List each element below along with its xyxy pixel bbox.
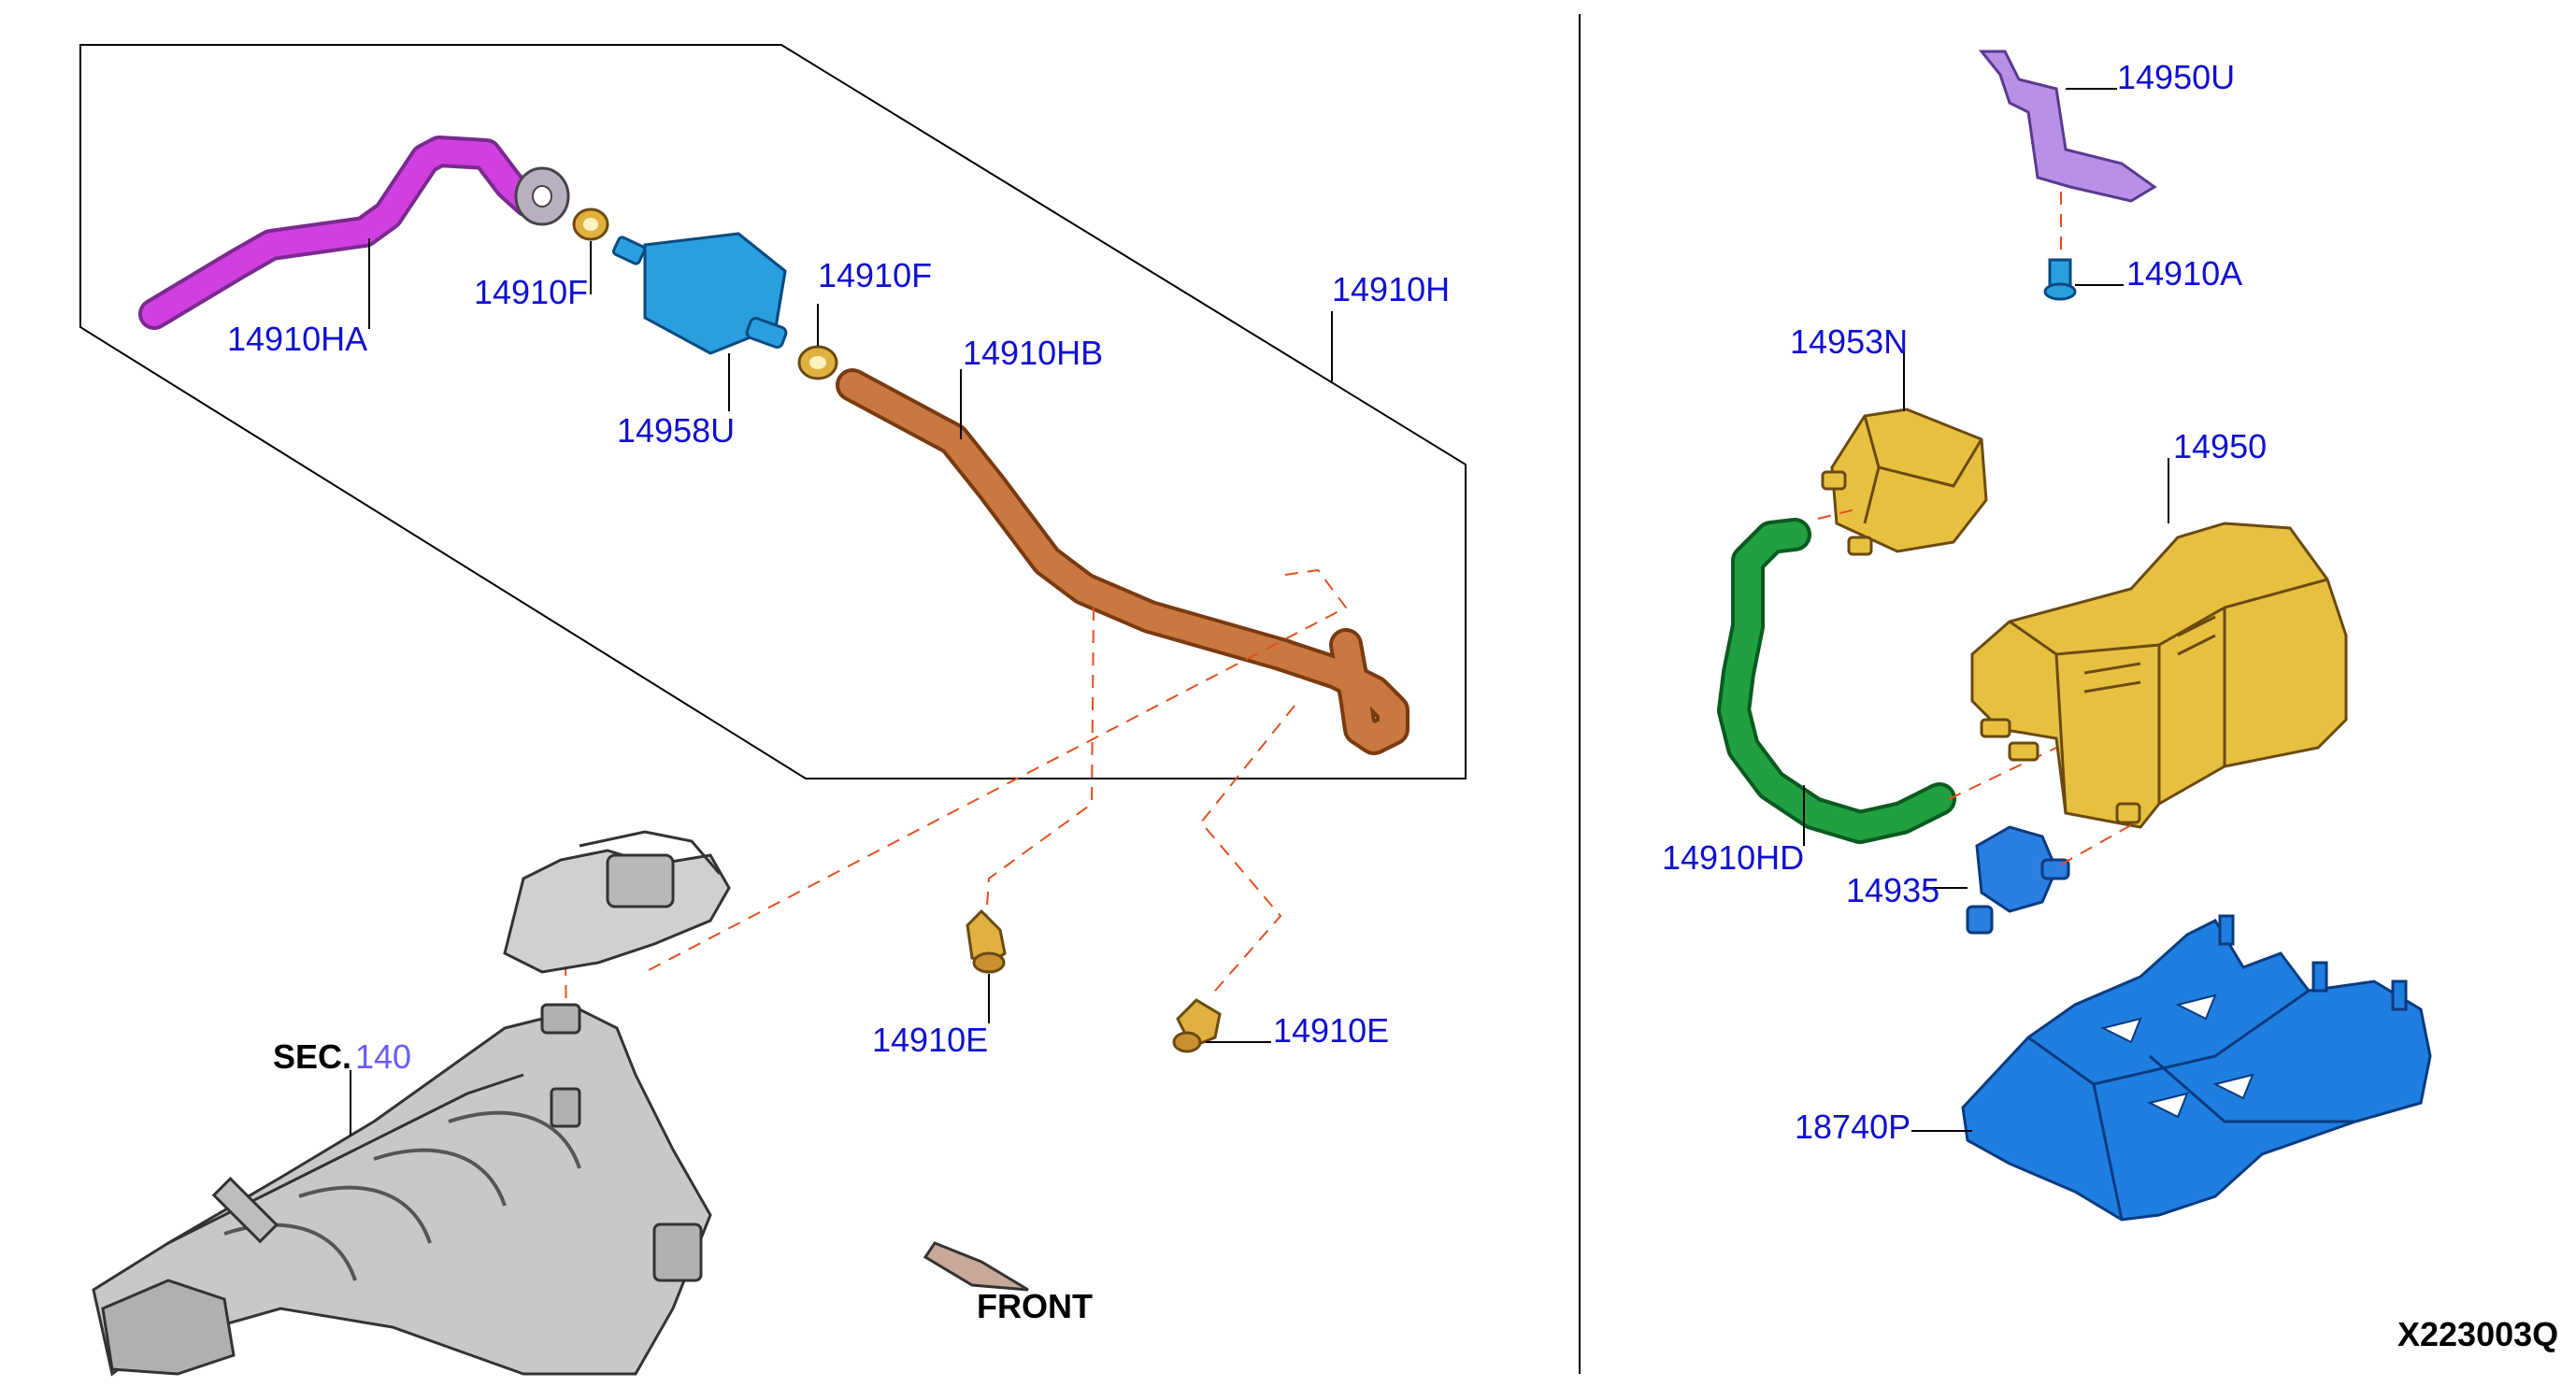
dash-line-6 <box>1817 508 1856 520</box>
part-14910HD-hose <box>1717 518 1956 844</box>
part-14953N <box>1821 408 1988 556</box>
label-14910E-right: 14910E <box>1273 1011 1389 1050</box>
dash-line-7 <box>1948 747 2057 800</box>
label-14910A: 14910A <box>2126 254 2242 293</box>
part-14910HB-hose <box>836 368 1410 755</box>
part-14910E-clamp-left <box>966 908 1007 974</box>
arrow-icon <box>923 1241 1029 1292</box>
label-18740P: 18740P <box>1795 1108 1911 1146</box>
part-14935-valve <box>1966 825 2070 935</box>
part-18740P-tray <box>1961 914 2432 1222</box>
label-14950: 14950 <box>2173 427 2267 465</box>
part-14910F-clamp-right <box>797 345 838 380</box>
label-14910F-left: 14910F <box>474 273 588 311</box>
part-14958U-filter <box>611 232 788 355</box>
dash-line-3 <box>1199 705 1295 992</box>
label-14958U: 14958U <box>617 411 735 450</box>
part-14910E-clamp-right <box>1172 998 1222 1053</box>
dash-line-8 <box>2060 822 2137 865</box>
label-14910HB: 14910HB <box>963 334 1103 372</box>
label-sec-number: 140 <box>355 1037 411 1076</box>
label-14935: 14935 <box>1846 871 1939 909</box>
label-14910HA: 14910HA <box>227 320 367 358</box>
label-sec-prefix: SEC. <box>273 1037 351 1076</box>
part-14910HA-hose <box>138 136 570 330</box>
diagram-code: X223003Q <box>2397 1315 2558 1353</box>
part-intake-manifold <box>92 830 731 1377</box>
part-14950-canister <box>1970 522 2348 829</box>
dash-line-2 <box>985 607 1095 922</box>
part-14910A-bolt <box>2043 258 2077 301</box>
label-14953N: 14953N <box>1790 322 1908 361</box>
label-front: FRONT <box>977 1287 1093 1325</box>
label-14910HD: 14910HD <box>1662 838 1804 877</box>
label-14950U: 14950U <box>2117 58 2235 96</box>
part-14910F-clamp-left <box>572 207 609 241</box>
part-14950U-bracket <box>1978 50 2157 203</box>
dash-line-1 <box>644 568 1348 973</box>
label-14910H: 14910H <box>1332 270 1450 308</box>
assembly-outline-14910H <box>79 44 1467 779</box>
label-14910F-right: 14910F <box>818 256 932 294</box>
label-14910E-left: 14910E <box>872 1021 988 1059</box>
